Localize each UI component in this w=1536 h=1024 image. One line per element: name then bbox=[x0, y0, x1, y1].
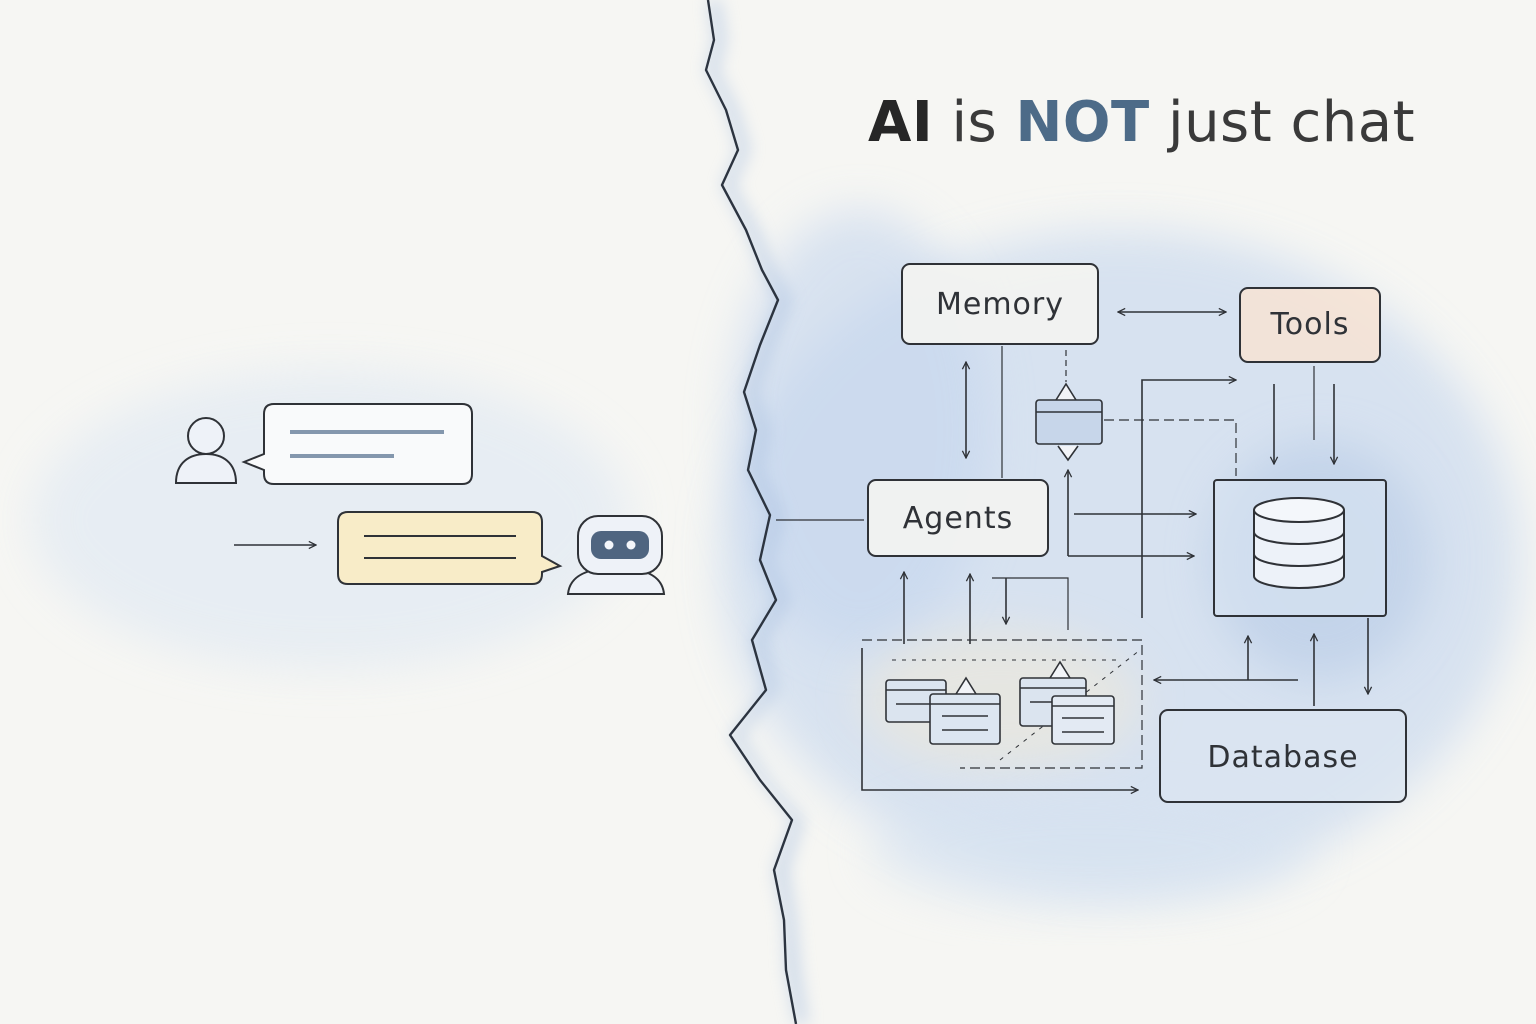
connectors bbox=[776, 312, 1368, 790]
tools-node: Tools bbox=[1239, 287, 1381, 363]
agents-node: Agents bbox=[867, 479, 1049, 557]
tools-label: Tools bbox=[1270, 307, 1350, 342]
user-message-bubble bbox=[241, 403, 473, 485]
memory-label: Memory bbox=[936, 287, 1064, 322]
window-chip-icon bbox=[1035, 382, 1103, 462]
agents-label: Agents bbox=[903, 501, 1013, 536]
title-not: NOT bbox=[1015, 90, 1150, 155]
simple-chat-scene bbox=[174, 403, 666, 595]
bot-reply-bubble bbox=[337, 511, 563, 585]
title-ai: AI bbox=[868, 90, 934, 155]
page-title: AI is NOT just chat bbox=[868, 88, 1428, 158]
database-label: Database bbox=[1207, 740, 1358, 775]
database-node: Database bbox=[1159, 709, 1407, 803]
title-just-chat: just chat bbox=[1149, 90, 1416, 155]
robot-icon bbox=[566, 515, 666, 595]
database-cylinder-icon bbox=[1253, 497, 1345, 589]
torn-paper-crack bbox=[704, 0, 808, 1024]
title-is: is bbox=[933, 90, 1016, 155]
memory-node: Memory bbox=[901, 263, 1099, 345]
datastore-box bbox=[1213, 479, 1387, 617]
app-window-icons bbox=[885, 660, 1115, 745]
user-avatar-icon bbox=[174, 417, 238, 484]
